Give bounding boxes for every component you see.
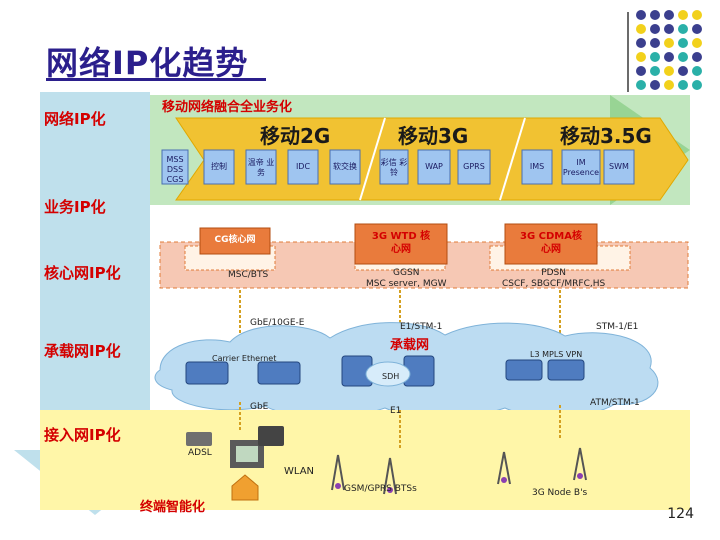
- access-link-left: GbE: [250, 402, 269, 412]
- terminal-intelligence-label: 终端智能化: [140, 500, 206, 515]
- sdh-label: SDH: [382, 372, 400, 381]
- service-band-header: 移动网络融合全业务化: [162, 100, 293, 115]
- bearer-link-right: STM-1/E1: [596, 322, 639, 332]
- decor-dot: [692, 80, 702, 90]
- service-box-softswitch: 软交换: [333, 162, 357, 171]
- service-box-swm: SWM: [609, 162, 629, 171]
- service-box-mms: 彩信 彩铃: [380, 158, 408, 177]
- decor-dot: [664, 24, 674, 34]
- core-node-3g-wtd: 3G WTD 核 心网: [371, 231, 431, 255]
- decor-dot: [664, 52, 674, 62]
- ip-trend-arrow: [14, 92, 176, 515]
- decor-dot: [636, 38, 646, 48]
- decor-dot: [664, 66, 674, 76]
- mpls-label: L3 MPLS VPN: [530, 350, 583, 359]
- label-core-ip: 核心网IP化: [44, 264, 121, 282]
- decor-dot: [664, 10, 674, 20]
- decorative-dot-grid: [636, 10, 716, 90]
- access-link-right: ATM/STM-1: [590, 398, 640, 408]
- service-box-value-added: 温帝 业务: [247, 158, 275, 177]
- decor-dot: [650, 80, 660, 90]
- decor-dot: [650, 66, 660, 76]
- decor-dot: [636, 52, 646, 62]
- core-node-cg: CG核心网: [214, 235, 256, 245]
- access-band: [40, 410, 690, 510]
- decor-dot: [678, 38, 688, 48]
- service-box-ims: IMS: [529, 162, 545, 171]
- core-node-3g-cdma: 3G CDMA核 心网: [520, 231, 582, 255]
- label-network-ip: 网络IP化: [44, 110, 106, 128]
- decor-dot: [636, 10, 646, 20]
- decor-dot: [678, 10, 688, 20]
- wlan-label: WLAN: [284, 466, 315, 477]
- service-box-im-presence: IM Presence: [562, 158, 600, 177]
- decor-dot: [650, 24, 660, 34]
- decor-dot: [692, 66, 702, 76]
- bearer-cloud-label: 承载网: [390, 338, 430, 353]
- decor-dot: [678, 66, 688, 76]
- service-box-control: 控制: [211, 162, 227, 171]
- decor-dot: [664, 38, 674, 48]
- core-sub-pdsn: PDSN CSCF, SBGCF/MRFC,HS: [502, 268, 606, 289]
- title-underline: [46, 78, 266, 81]
- gen-2g-label: 移动2G: [260, 124, 331, 148]
- decor-dot: [678, 80, 688, 90]
- label-service-ip: 业务IP化: [44, 198, 106, 216]
- decor-dot: [664, 80, 674, 90]
- slide-title: 网络IP化趋势: [46, 44, 249, 82]
- bearer-link-left: GbE/10GE-E: [250, 318, 305, 328]
- gsm-bts-label: GSM/GPRS BTSs: [344, 484, 417, 494]
- decor-dot: [692, 52, 702, 62]
- core-sub-msc-bts: MSC/BTS: [228, 270, 269, 280]
- decor-dot: [650, 52, 660, 62]
- decor-dot: [636, 80, 646, 90]
- decor-dot: [692, 24, 702, 34]
- page-number: 124: [667, 506, 694, 522]
- service-box-idc: IDC: [295, 162, 311, 171]
- decor-dot: [678, 24, 688, 34]
- divider-line: [627, 12, 629, 92]
- decor-dot: [650, 10, 660, 20]
- decor-dot: [678, 52, 688, 62]
- decor-dot: [692, 10, 702, 20]
- node-b-label: 3G Node B's: [532, 488, 588, 498]
- decor-dot: [636, 66, 646, 76]
- access-link-mid: E1: [390, 406, 402, 416]
- label-bearer-ip: 承载网IP化: [44, 342, 121, 360]
- decor-dot: [650, 38, 660, 48]
- gen-35g-label: 移动3.5G: [560, 124, 652, 148]
- carrier-ethernet-label: Carrier Ethernet: [212, 354, 277, 363]
- core-sub-ggsn: GGSN MSC server, MGW: [366, 268, 447, 289]
- bearer-link-mid: E1/STM-1: [400, 322, 443, 332]
- service-box-mss: MSS DSS CGS: [166, 155, 184, 184]
- label-access-ip: 接入网IP化: [44, 426, 121, 444]
- decor-dot: [692, 38, 702, 48]
- adsl-label: ADSL: [188, 448, 212, 458]
- gen-3g-label: 移动3G: [398, 124, 469, 148]
- service-box-gprs: GPRS: [463, 162, 485, 171]
- decor-dot: [636, 24, 646, 34]
- service-box-wap: WAP: [425, 162, 443, 171]
